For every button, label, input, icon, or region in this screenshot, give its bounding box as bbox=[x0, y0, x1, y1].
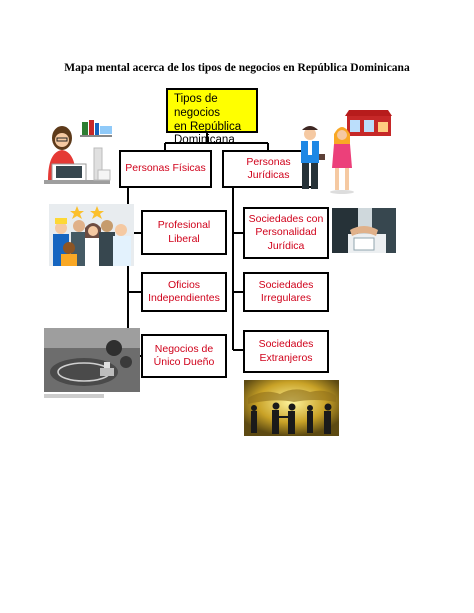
node-label: Sociedades Irregulares bbox=[258, 278, 314, 304]
page-title: Mapa mental acerca de los tipos de negoc… bbox=[64, 62, 410, 74]
business-handshake-photo bbox=[332, 208, 396, 253]
node-label: Profesional Liberal bbox=[157, 219, 211, 245]
node-profesional-liberal: Profesional Liberal bbox=[141, 210, 227, 255]
photo-caption-mark bbox=[44, 394, 104, 398]
node-personas-fisicas: Personas Físicas bbox=[119, 150, 212, 188]
node-label: Sociedades con Personalidad Jurídica bbox=[248, 213, 324, 252]
business-people-shop-illustration bbox=[292, 104, 392, 196]
node-oficios-independientes: Oficios Independientes bbox=[141, 272, 227, 312]
node-label: Personas Jurídicas bbox=[246, 155, 291, 181]
aerial-farm-photo bbox=[44, 328, 140, 392]
professionals-group-photo bbox=[49, 204, 134, 266]
node-sociedades-personalidad: Sociedades con Personalidad Jurídica bbox=[243, 207, 329, 259]
node-label: Negocios de Único Dueño bbox=[153, 342, 215, 368]
node-negocios-unico-dueno: Negocios de Único Dueño bbox=[141, 334, 227, 378]
silhouettes-handshake-photo bbox=[244, 380, 339, 436]
node-sociedades-extranjeros: Sociedades Extranjeros bbox=[243, 330, 329, 373]
node-label: Personas Físicas bbox=[125, 162, 206, 175]
root-label: Tipos de negocios en República Dominican… bbox=[174, 93, 242, 147]
node-sociedades-irregulares: Sociedades Irregulares bbox=[243, 272, 329, 312]
woman-at-desk-illustration bbox=[42, 118, 114, 196]
node-label: Oficios Independientes bbox=[148, 278, 220, 304]
root-node: Tipos de negocios en República Dominican… bbox=[166, 88, 258, 146]
node-label: Sociedades Extranjeros bbox=[258, 338, 314, 364]
